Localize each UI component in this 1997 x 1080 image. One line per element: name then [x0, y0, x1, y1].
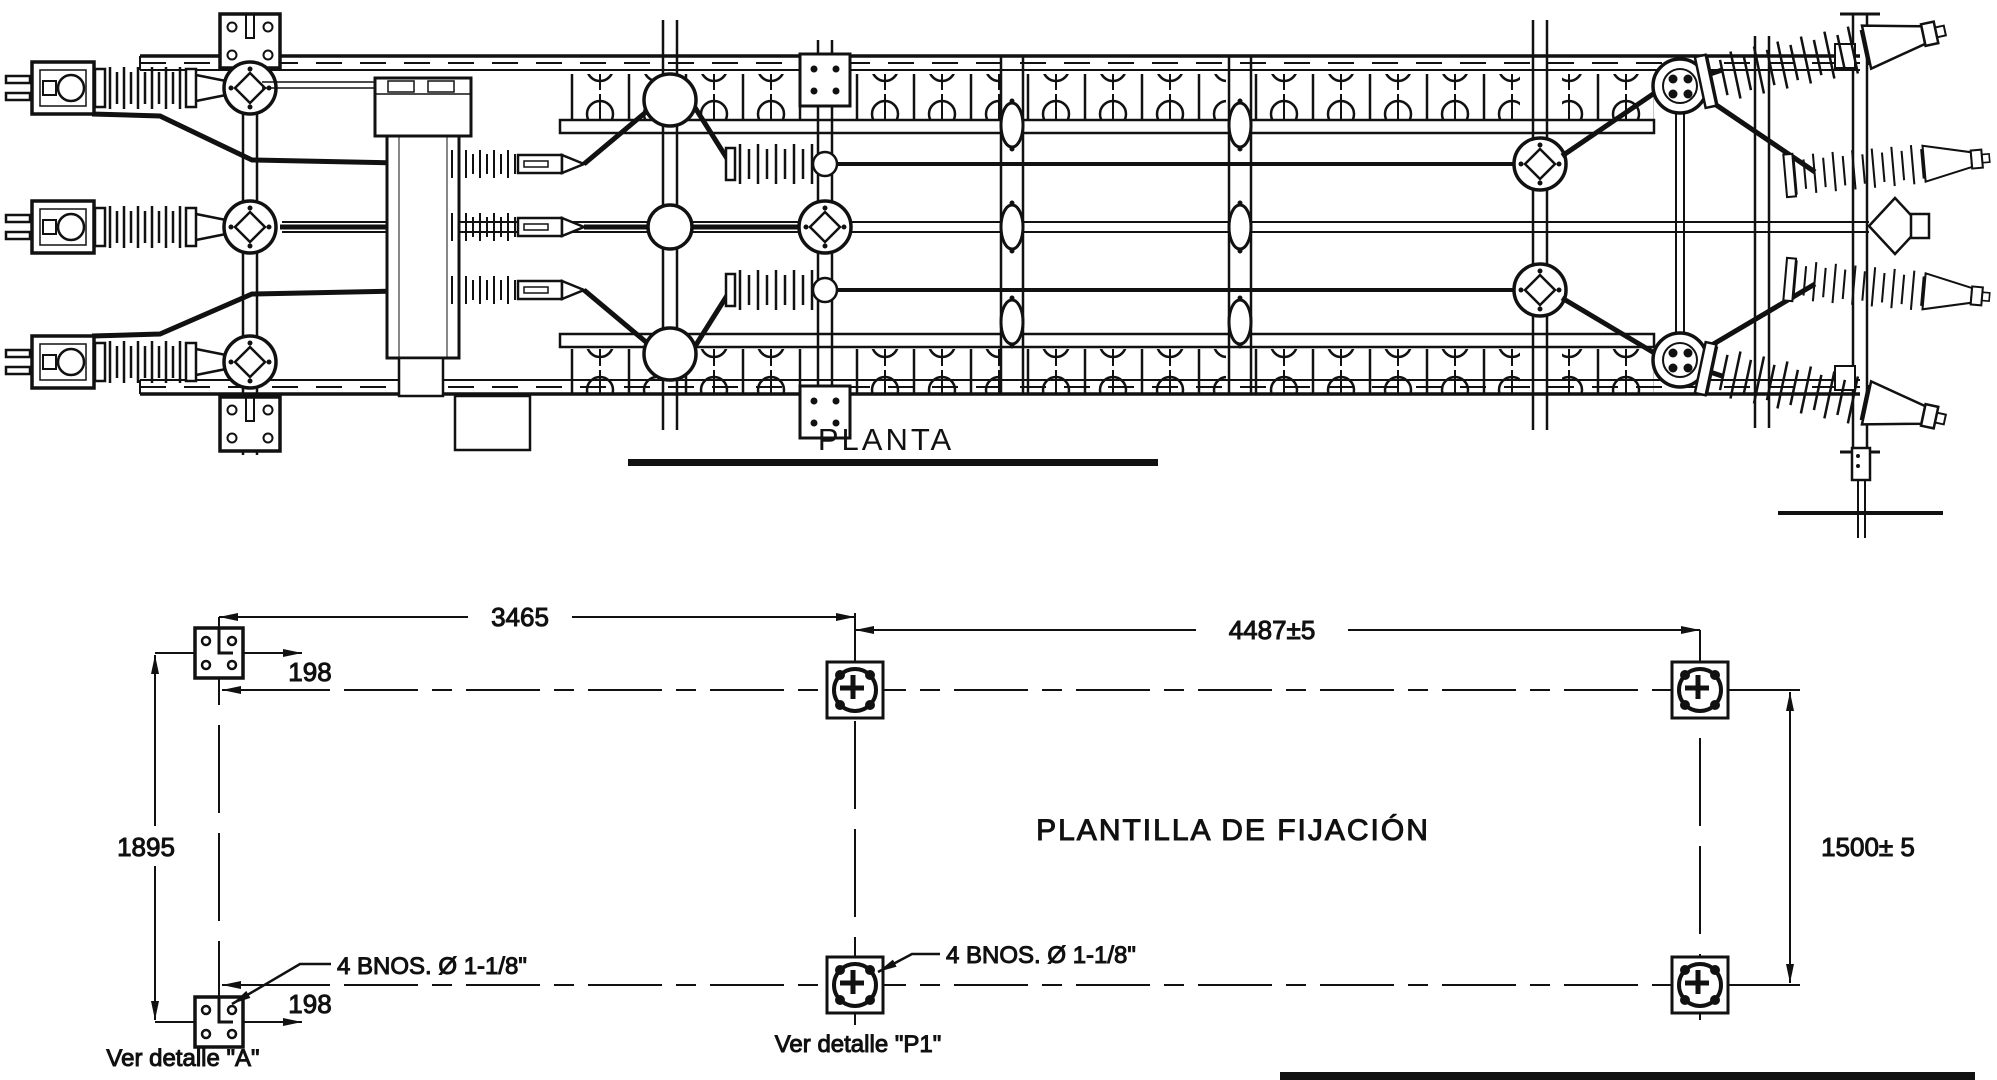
anchor-bolt-bottom-right	[1672, 957, 1728, 1013]
anchor-bolt-top-center	[827, 662, 883, 718]
column-plate-top	[798, 52, 852, 108]
mounting-plate-top	[218, 12, 282, 70]
planta-title-underline	[628, 459, 1158, 466]
template-centerlines	[218, 613, 1790, 1047]
left-terminal-2	[6, 201, 226, 253]
leader-bolts-left	[231, 962, 331, 1006]
note-ver-detalle-a: Ver detalle "A"	[106, 1045, 259, 1072]
dim-4487: 4487±5	[1229, 615, 1316, 645]
title-block-edge	[1280, 1072, 1975, 1080]
arcing-contact-3	[450, 274, 586, 306]
planta-drawing	[6, 3, 1993, 538]
coupling-rod	[1675, 104, 1685, 346]
left-terminal-3	[6, 336, 226, 388]
planta-title: PLANTA	[818, 422, 954, 457]
left-terminal-1	[6, 62, 226, 114]
arcing-contact-2	[450, 211, 586, 243]
outgoing-insulator-3	[1782, 256, 1993, 320]
operating-handle	[1778, 446, 1943, 538]
dim-198-top: 198	[288, 657, 331, 687]
anchor-plate-top-left	[193, 626, 245, 680]
outgoing-insulator-2	[1782, 135, 1993, 199]
plantilla-title: PLANTILLA DE FIJACIÓN	[1036, 814, 1430, 847]
conductors-right	[837, 162, 1518, 292]
planta-title-group: PLANTA	[628, 422, 1158, 466]
dim-3465-group: 3465	[219, 602, 855, 633]
dim-3465: 3465	[491, 602, 549, 632]
dim-1500: 1500± 5	[1821, 832, 1915, 862]
note-4bnos-left: 4 BNOS. Ø 1-1/8"	[337, 953, 527, 980]
mounting-plate-bottom	[218, 395, 282, 453]
mechanism-box	[262, 76, 532, 452]
end-frame	[1753, 12, 1931, 454]
grating-bands	[558, 74, 1656, 395]
rotary-node-right-bottom	[1512, 262, 1568, 318]
truss-column-2	[1227, 56, 1253, 394]
rotary-node-right-top	[1512, 136, 1568, 192]
dim-1895: 1895	[117, 832, 175, 862]
note-4bnos-center: 4 BNOS. Ø 1-1/8"	[946, 942, 1136, 969]
post-insulator-column	[642, 20, 698, 430]
dim-1895-group: 1895	[112, 655, 182, 1020]
mid-bellows-bottom	[724, 268, 814, 312]
anchor-bolt-bottom-center	[827, 957, 883, 1013]
plantilla-drawing: 3465 4487±5 198 198 1895 1500± 5	[106, 602, 1975, 1080]
dim-4487-group: 4487±5	[854, 613, 1701, 662]
rotary-node-3	[222, 334, 278, 390]
rotary-node-2	[222, 199, 278, 255]
rotary-node-center	[797, 199, 853, 255]
dim-198-bottom: 198	[288, 989, 331, 1019]
right-rotary-column	[1531, 20, 1549, 430]
arcing-contact-1	[450, 148, 586, 180]
truss-column-1	[999, 56, 1025, 394]
anchor-plate-bottom-left	[193, 995, 245, 1049]
dim-1500-group: 1500± 5	[1728, 689, 1915, 986]
anchor-bolt-top-right	[1672, 662, 1728, 718]
leader-bolts-center	[877, 952, 940, 974]
mid-bellows-top	[724, 142, 814, 186]
note-ver-detalle-p1: Ver detalle "P1"	[775, 1031, 941, 1058]
